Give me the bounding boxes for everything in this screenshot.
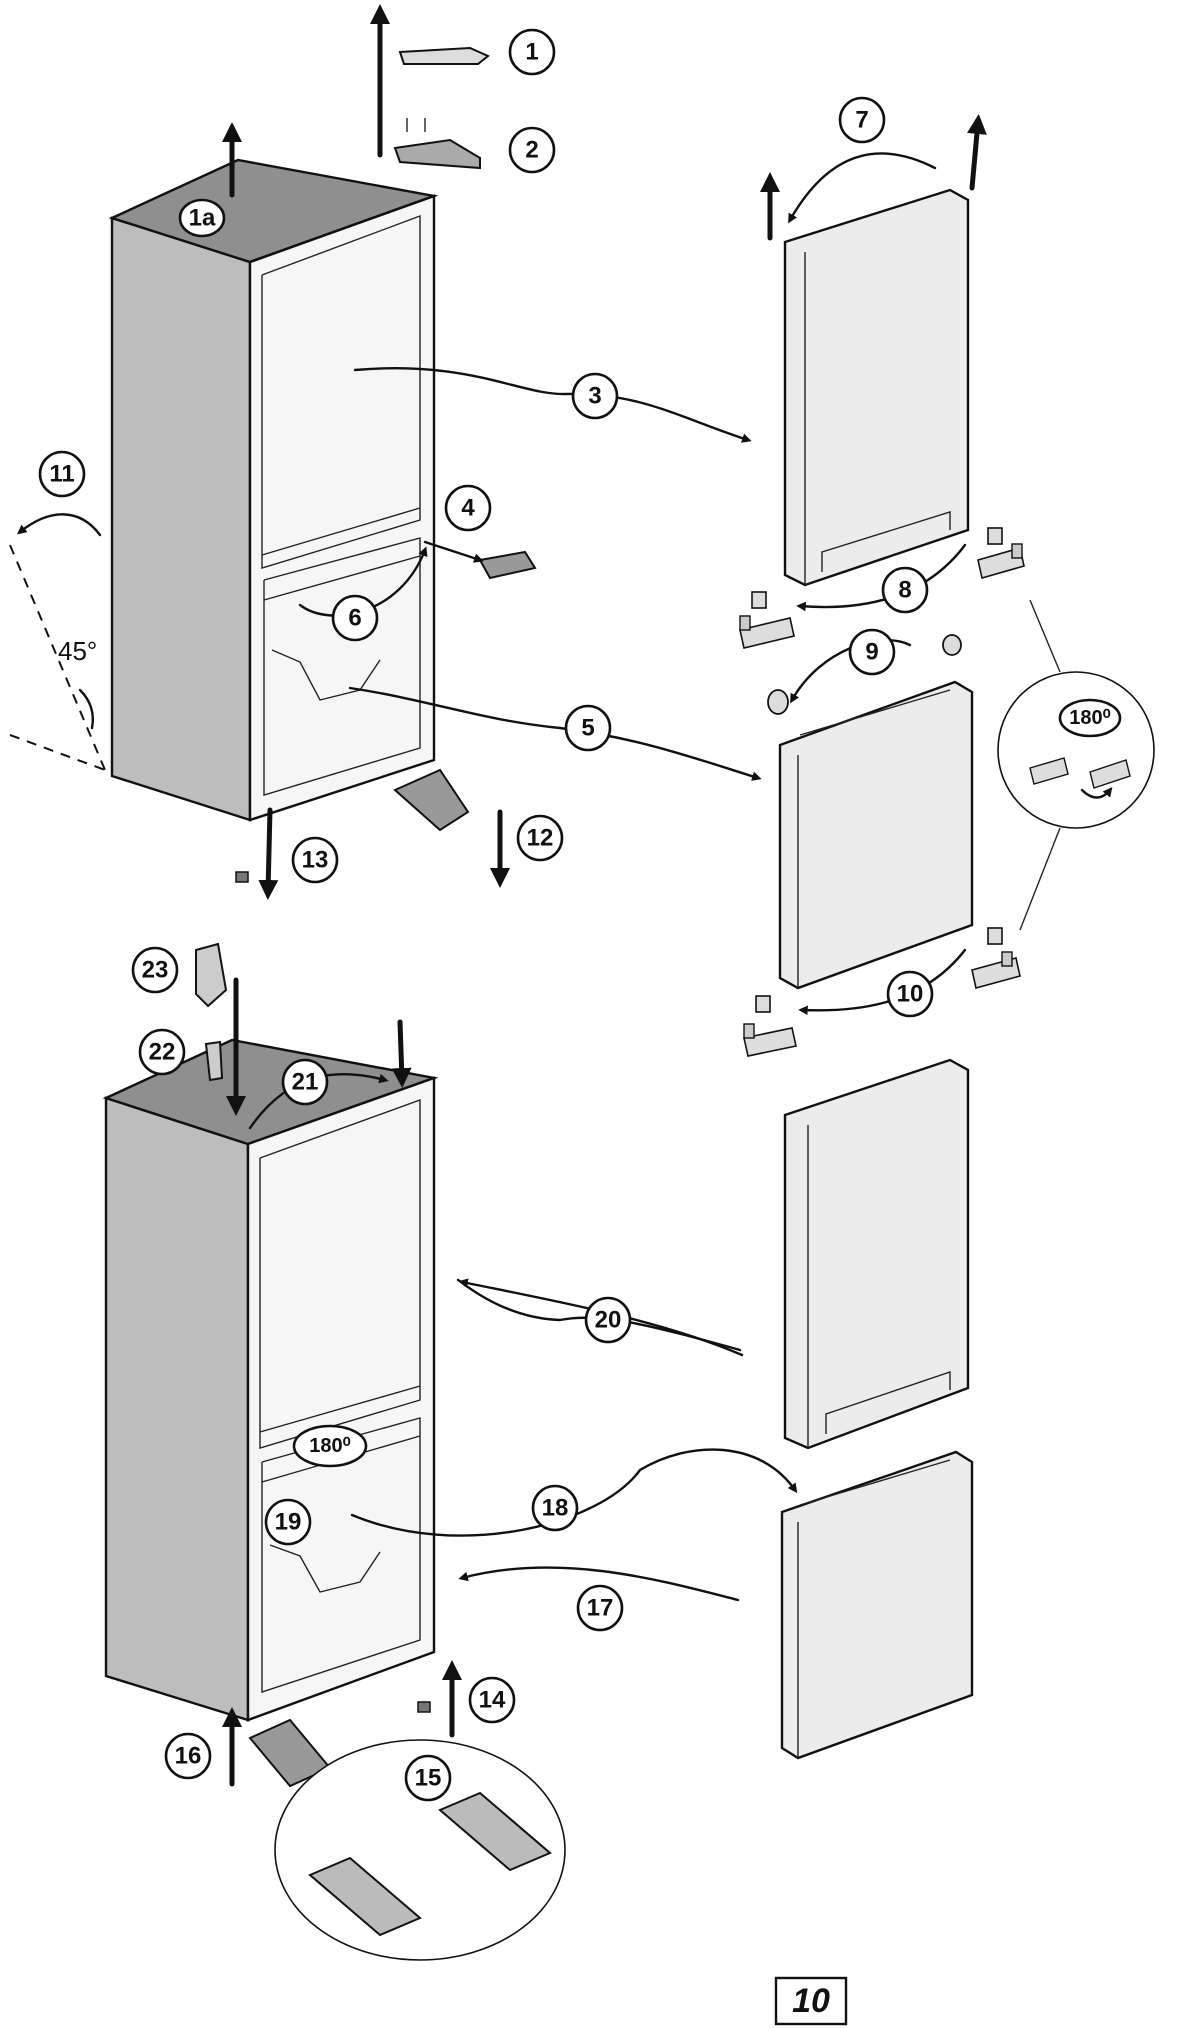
- svg-text:5: 5: [581, 715, 594, 742]
- svg-text:1: 1: [525, 39, 538, 66]
- svg-text:19: 19: [275, 1509, 302, 1536]
- callout-10: 10: [886, 970, 934, 1018]
- adjustable-foot-part: [235, 871, 249, 883]
- top-hinge-part: [393, 118, 481, 170]
- svg-text:15: 15: [415, 1765, 442, 1792]
- bottom-hinge-part: [393, 768, 470, 832]
- callout-15: 15: [404, 1754, 452, 1802]
- svg-text:21: 21: [292, 1069, 319, 1096]
- callout-13: 13: [291, 836, 339, 884]
- door-stop-parts: [767, 634, 962, 715]
- callout-1: 1: [508, 28, 556, 76]
- callout-9: 9: [848, 628, 896, 676]
- lower-door-bottom: [780, 1450, 974, 1760]
- middle-hinge-part: [478, 550, 537, 580]
- tilt-angle-indicator: 45°: [9, 544, 106, 771]
- svg-text:3: 3: [588, 383, 601, 410]
- hinge-rotation-label: 180⁰: [1069, 707, 1110, 729]
- upper-fridge: [108, 158, 439, 822]
- svg-text:8: 8: [898, 577, 911, 604]
- callout-19: 19: [264, 1498, 312, 1546]
- svg-text:20: 20: [595, 1307, 622, 1334]
- callout-2: 2: [508, 126, 556, 174]
- upper-door-bottom: [778, 680, 974, 990]
- middle-hinge-rotation-label: 180⁰: [309, 1435, 350, 1457]
- callout-1a: 1a: [178, 198, 226, 238]
- hinge-cover-part: [398, 46, 490, 65]
- svg-text:10: 10: [897, 981, 924, 1008]
- callout-12: 12: [516, 814, 564, 862]
- callout-20: 20: [584, 1296, 632, 1344]
- callout-17: 17: [576, 1584, 624, 1632]
- callout-23: 23: [131, 946, 179, 994]
- callout-4: 4: [444, 484, 492, 532]
- bottom-hinge-detail: [274, 1739, 566, 1961]
- callout-11: 11: [38, 450, 86, 498]
- svg-text:22: 22: [149, 1039, 176, 1066]
- callout-18: 18: [531, 1484, 579, 1532]
- svg-text:18: 18: [542, 1495, 569, 1522]
- callout-22: 22: [138, 1028, 186, 1076]
- lower-door-top: [783, 1058, 970, 1450]
- svg-text:12: 12: [527, 825, 554, 852]
- lower-fridge: [102, 1038, 439, 1722]
- callout-3: 3: [571, 372, 619, 420]
- svg-text:4: 4: [461, 495, 475, 522]
- svg-text:11: 11: [49, 461, 74, 488]
- callout-8: 8: [881, 566, 929, 614]
- callout-16: 16: [164, 1732, 212, 1780]
- callout-5: 5: [564, 704, 612, 752]
- svg-text:7: 7: [855, 107, 868, 134]
- page-number: 10: [792, 1982, 830, 2020]
- svg-text:13: 13: [302, 847, 329, 874]
- handle-part: [195, 942, 228, 1082]
- svg-text:9: 9: [865, 639, 878, 666]
- svg-text:16: 16: [175, 1743, 202, 1770]
- upper-right-hinge-parts: [739, 527, 1025, 649]
- lower-foot-part: [417, 1701, 431, 1713]
- page-number-box: 10: [774, 1976, 848, 2026]
- angle-label: 45°: [58, 636, 97, 666]
- upper-door-top: [783, 188, 970, 587]
- svg-text:17: 17: [587, 1595, 614, 1622]
- svg-text:2: 2: [525, 137, 538, 164]
- svg-text:23: 23: [142, 957, 169, 984]
- middle-hinge-rotation-badge: 180⁰: [292, 1424, 368, 1468]
- svg-text:6: 6: [348, 605, 361, 632]
- callout-6: 6: [331, 594, 379, 642]
- callout-7: 7: [838, 96, 886, 144]
- callout-14: 14: [468, 1676, 516, 1724]
- svg-text:14: 14: [479, 1687, 506, 1714]
- hinge-swap-detail: 180⁰: [997, 599, 1155, 931]
- lower-right-hinge-parts: [743, 927, 1021, 1057]
- svg-text:1a: 1a: [189, 205, 216, 232]
- callout-badges: 1 2 1a 3 4 5 6 7 8 9 10 11 12 13 14 15 1…: [38, 28, 934, 1802]
- callout-21: 21: [281, 1058, 329, 1106]
